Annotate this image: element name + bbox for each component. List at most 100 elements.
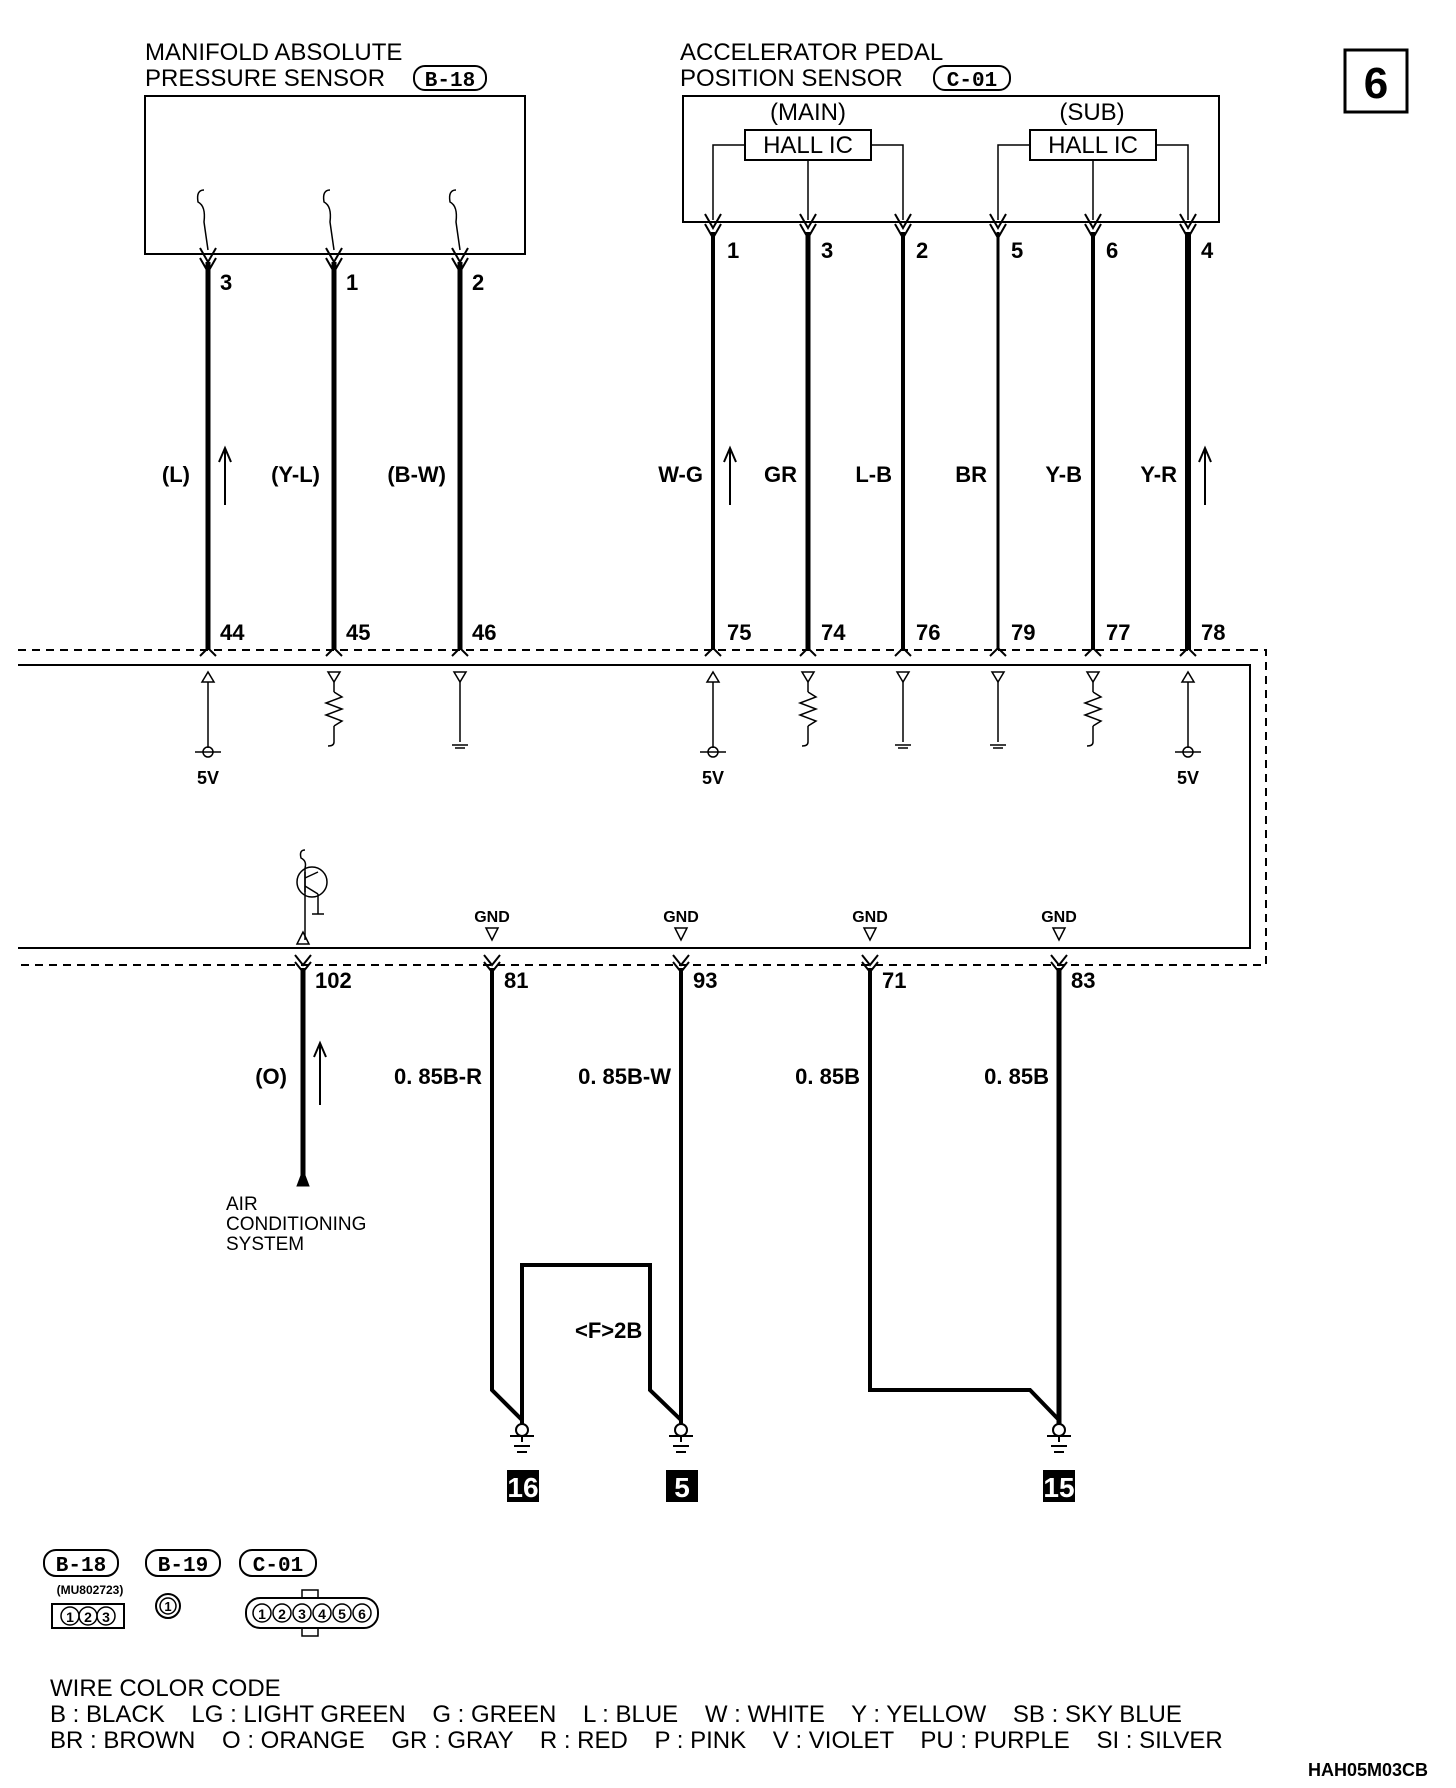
ecu-terminal-45: 45 bbox=[346, 620, 370, 645]
connector-c01-label: C-01 bbox=[253, 1555, 303, 1578]
app-pin-3: 3 bbox=[821, 238, 833, 263]
connector-b18-tag bbox=[43, 1549, 119, 1577]
connector-b18-face bbox=[51, 1603, 125, 1629]
connector-b18-label: B-18 bbox=[56, 1555, 106, 1578]
connector-c01-pin-1: 1 bbox=[258, 1606, 266, 1622]
supply-label-5v-2: 5V bbox=[702, 768, 724, 788]
app-wire-color-l-b: L-B bbox=[855, 462, 892, 487]
map-wire-color-b-w: (B-W) bbox=[387, 462, 446, 487]
ground-point-15: 15 bbox=[1043, 1472, 1074, 1503]
app-pin-6: 6 bbox=[1106, 238, 1118, 263]
app-sensor-wires bbox=[704, 144, 1212, 650]
app-wire-color-br: BR bbox=[955, 462, 987, 487]
wire-color-code-title: WIRE COLOR CODE bbox=[50, 1675, 281, 1702]
app-sensor-title-line2: POSITION SENSOR bbox=[680, 65, 903, 92]
ground-point-16-badge bbox=[507, 1470, 539, 1502]
app-main-label: (MAIN) bbox=[770, 99, 846, 126]
ground-point-16: 16 bbox=[507, 1472, 538, 1503]
ecu-terminal-46: 46 bbox=[472, 620, 496, 645]
map-sensor-title-line1: MANIFOLD ABSOLUTE bbox=[145, 39, 402, 66]
ground-junction-label: <F>2B bbox=[575, 1318, 642, 1343]
connector-b18-pin-3: 3 bbox=[102, 1609, 110, 1625]
map-pin-2: 2 bbox=[472, 270, 484, 295]
supply-label-5v-1: 5V bbox=[197, 768, 219, 788]
connector-c01-pin-5: 5 bbox=[338, 1606, 346, 1622]
map-wire-color-l: (L) bbox=[162, 462, 190, 487]
app-main-hall-ic-label: HALL IC bbox=[763, 132, 853, 159]
map-pin-1: 1 bbox=[346, 270, 358, 295]
connector-b19-pin-1: 1 bbox=[164, 1599, 171, 1614]
app-sub-hall-ic bbox=[1029, 129, 1157, 161]
connector-b18-part: (MU802723) bbox=[57, 1583, 124, 1597]
ground-wire-color-93: 0. 85B-W bbox=[578, 1064, 671, 1089]
map-sensor-body bbox=[144, 95, 526, 255]
ecu-box bbox=[18, 649, 1267, 966]
app-sensor-body bbox=[682, 95, 1220, 223]
ground-point-5-badge bbox=[666, 1470, 698, 1502]
ecu-terminal-76: 76 bbox=[916, 620, 940, 645]
app-pin-4: 4 bbox=[1201, 238, 1214, 263]
ac-destination-line1: AIR bbox=[226, 1194, 258, 1215]
app-wire-color-gr: GR bbox=[764, 462, 797, 487]
connector-b19-face bbox=[155, 1593, 181, 1619]
page-number: 6 bbox=[1364, 59, 1388, 108]
connector-b19-tag bbox=[145, 1549, 221, 1577]
ecu-terminal-78: 78 bbox=[1201, 620, 1225, 645]
app-sensor-connector-tag bbox=[933, 65, 1011, 91]
ground-wire-color-71: 0. 85B bbox=[795, 1064, 860, 1089]
ac-destination-line3: SYSTEM bbox=[226, 1234, 304, 1255]
ecu-terminal-83: 83 bbox=[1071, 968, 1095, 993]
gnd-label-93: GND bbox=[663, 909, 699, 926]
app-sensor-title-line1: ACCELERATOR PEDAL bbox=[680, 39, 943, 66]
ground-point-5: 5 bbox=[674, 1472, 690, 1503]
connector-c01-pin-2: 2 bbox=[278, 1606, 286, 1622]
connector-b18-pin-1: 1 bbox=[66, 1609, 74, 1625]
connector-c01-pin-6: 6 bbox=[358, 1606, 366, 1622]
supply-label-5v-3: 5V bbox=[1177, 768, 1199, 788]
ac-wire-color: (O) bbox=[255, 1064, 287, 1089]
connector-b19-label: B-19 bbox=[158, 1555, 208, 1578]
wire-color-code-row1: B : BLACK LG : LIGHT GREEN G : GREEN L :… bbox=[50, 1701, 1182, 1728]
ecu-terminal-71: 71 bbox=[882, 968, 906, 993]
connector-c01-tag bbox=[239, 1549, 317, 1577]
connector-b18-pin-2: 2 bbox=[84, 1609, 92, 1625]
wire-color-code-row2: BR : BROWN O : ORANGE GR : GRAY R : RED … bbox=[50, 1727, 1223, 1754]
app-sub-hall-ic-label: HALL IC bbox=[1048, 132, 1138, 159]
app-pin-2: 2 bbox=[916, 238, 928, 263]
diagram-code: HAH05M03CB bbox=[1308, 1760, 1428, 1780]
ground-wire-color-81: 0. 85B-R bbox=[394, 1064, 482, 1089]
map-sensor-wires bbox=[196, 189, 469, 650]
app-pin-1: 1 bbox=[727, 238, 739, 263]
gnd-label-71: GND bbox=[852, 909, 888, 926]
app-wire-color-y-b: Y-B bbox=[1045, 462, 1082, 487]
ecu-terminal-81: 81 bbox=[504, 968, 528, 993]
app-pin-5: 5 bbox=[1011, 238, 1023, 263]
ground-wire-color-83: 0. 85B bbox=[984, 1064, 1049, 1089]
app-wire-color-w-g: W-G bbox=[658, 462, 703, 487]
app-sub-label: (SUB) bbox=[1059, 99, 1124, 126]
ecu-top-connectors bbox=[199, 646, 1197, 657]
ecu-terminal-74: 74 bbox=[821, 620, 846, 645]
app-wire-color-y-r: Y-R bbox=[1140, 462, 1177, 487]
gnd-label-83: GND bbox=[1041, 909, 1077, 926]
ac-destination-line2: CONDITIONING bbox=[226, 1214, 366, 1235]
map-wire-color-y-l: (Y-L) bbox=[271, 462, 320, 487]
ecu-terminal-75: 75 bbox=[727, 620, 751, 645]
ground-point-15-badge bbox=[1043, 1470, 1075, 1502]
ecu-terminal-93: 93 bbox=[693, 968, 717, 993]
ecu-terminal-79: 79 bbox=[1011, 620, 1035, 645]
connector-c01-pin-4: 4 bbox=[318, 1606, 326, 1622]
map-sensor-connector: B-18 bbox=[425, 70, 475, 93]
connector-c01-pin-3: 3 bbox=[298, 1606, 306, 1622]
ecu-internal-circuits bbox=[195, 670, 1201, 945]
page-number-box bbox=[1343, 48, 1409, 114]
connector-c01-face bbox=[245, 1597, 379, 1629]
ecu-terminal-44: 44 bbox=[220, 620, 245, 645]
app-sensor-connector: C-01 bbox=[947, 70, 997, 93]
map-sensor-connector-tag bbox=[413, 65, 487, 91]
ecu-terminal-102: 102 bbox=[315, 968, 352, 993]
gnd-label-81: GND bbox=[474, 909, 510, 926]
ecu-gnd-markers bbox=[484, 927, 1067, 942]
map-sensor-title-line2: PRESSURE SENSOR bbox=[145, 65, 385, 92]
